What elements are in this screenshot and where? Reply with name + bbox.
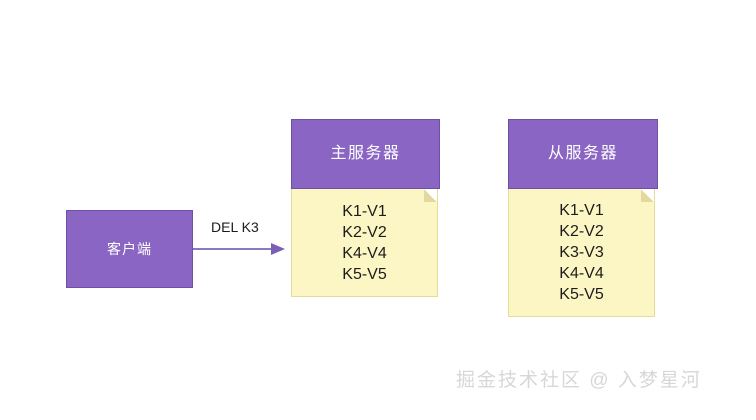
watermark: 掘金技术社区 @ 入梦星河 [456,370,702,391]
node-slave-server-title: 从服务器 [508,119,658,189]
note-fold-icon [424,189,437,202]
edge-del-k3-label: DEL K3 [211,219,259,235]
list-item: K3-V3 [559,244,604,261]
node-master-server-note: K1-V1 K2-V2 K4-V4 K5-V5 [291,189,438,297]
list-item: K5-V5 [559,286,604,303]
list-item: K2-V2 [342,224,387,241]
note-fold-icon [641,189,654,202]
node-client[interactable]: 客户端 [66,210,193,288]
slave-keyvalue-list: K1-V1 K2-V2 K3-V3 K4-V4 K5-V5 [559,200,603,305]
node-client-label: 客户端 [107,241,152,257]
node-slave-server[interactable]: 从服务器 K1-V1 K2-V2 K3-V3 K4-V4 K5-V5 [508,119,658,317]
list-item: K4-V4 [559,265,604,282]
master-keyvalue-list: K1-V1 K2-V2 K4-V4 K5-V5 [342,201,386,285]
list-item: K5-V5 [342,266,387,283]
list-item: K1-V1 [559,202,604,219]
node-master-server[interactable]: 主服务器 K1-V1 K2-V2 K4-V4 K5-V5 [291,119,440,297]
node-master-server-title: 主服务器 [291,119,440,189]
list-item: K1-V1 [342,203,387,220]
list-item: K2-V2 [559,223,604,240]
node-slave-server-note: K1-V1 K2-V2 K3-V3 K4-V4 K5-V5 [508,189,655,317]
list-item: K4-V4 [342,245,387,262]
